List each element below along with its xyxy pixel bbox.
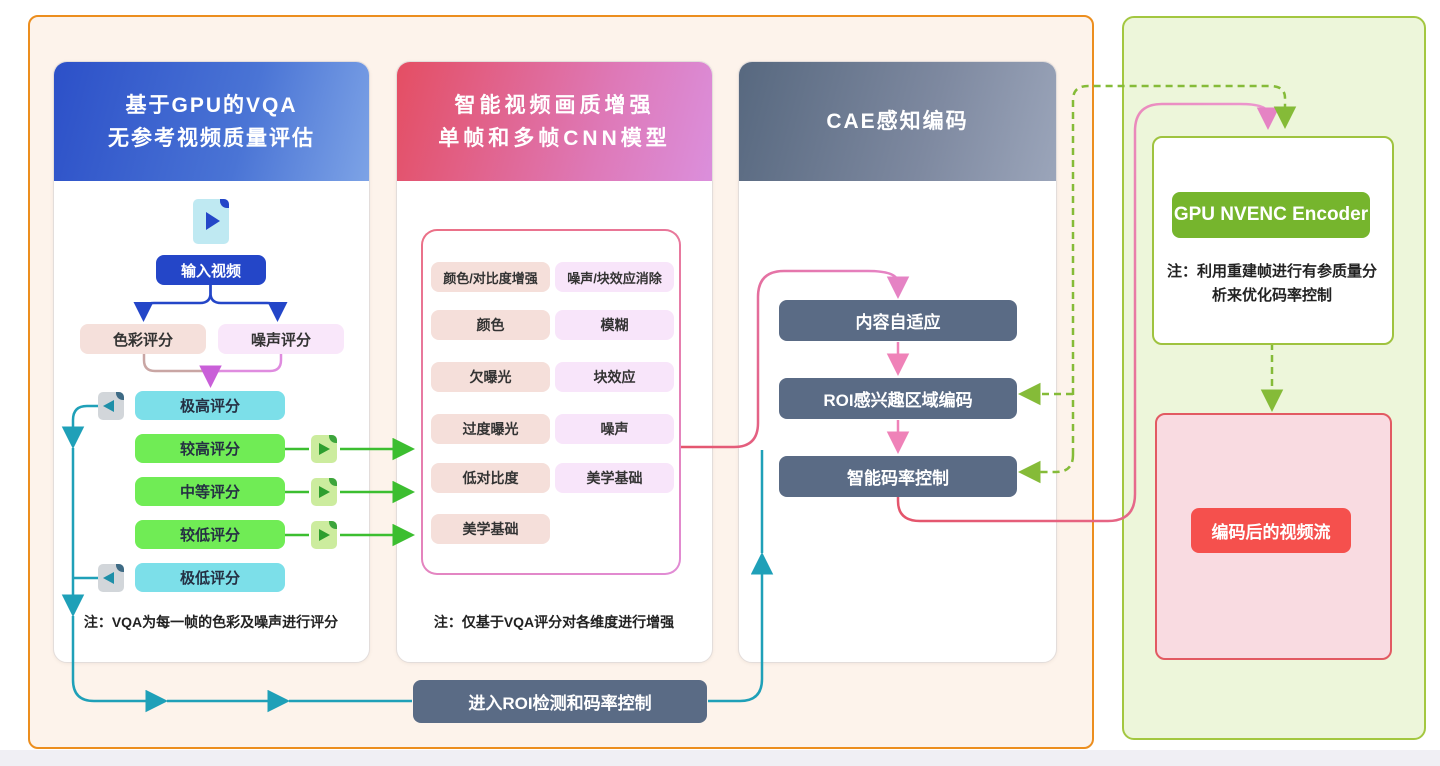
- frame-forward-icon-1: [311, 435, 337, 463]
- score-very-high: 极高评分: [135, 391, 285, 420]
- pill-color: 颜色: [431, 310, 550, 340]
- encoded-stream-node: 编码后的视频流: [1191, 508, 1351, 553]
- noise-score-node: 噪声评分: [218, 324, 344, 354]
- input-video-node: 输入视频: [156, 255, 266, 285]
- pill-noise-blocking: 噪声/块效应消除: [555, 262, 674, 292]
- frame-feedback-icon-bottom: [98, 564, 124, 592]
- vqa-column-header: 基于GPU的VQA 无参考视频质量评估: [54, 62, 369, 181]
- color-score-node: 色彩评分: [80, 324, 206, 354]
- enhance-title-line2: 单帧和多帧CNN模型: [438, 126, 671, 150]
- score-medium: 中等评分: [135, 477, 285, 506]
- pill-aesthetic-left: 美学基础: [431, 514, 550, 544]
- pill-underexposed: 欠曝光: [431, 362, 550, 392]
- roi-coding-node: ROI感兴趣区域编码: [779, 378, 1017, 419]
- pill-color-contrast: 颜色/对比度增强: [431, 262, 550, 292]
- score-high: 较高评分: [135, 434, 285, 463]
- bitrate-control-node: 智能码率控制: [779, 456, 1017, 497]
- score-very-low: 极低评分: [135, 563, 285, 592]
- frame-feedback-icon-top: [98, 392, 124, 420]
- content-adaptive-node: 内容自适应: [779, 300, 1017, 341]
- enhance-title-line1: 智能视频画质增强: [454, 93, 655, 117]
- vqa-title-line2: 无参考视频质量评估: [108, 126, 315, 150]
- pill-aesthetic-right: 美学基础: [555, 463, 674, 493]
- score-low: 较低评分: [135, 520, 285, 549]
- encoder-box: [1152, 136, 1394, 345]
- encoder-note: 注：利用重建帧进行有参质量分析来优化码率控制: [1166, 263, 1377, 304]
- pill-blur: 模糊: [555, 310, 674, 340]
- footer-strip: [0, 750, 1440, 766]
- pill-noise: 噪声: [555, 414, 674, 444]
- video-file-icon: [193, 199, 229, 244]
- roi-bitrate-entry-bar: 进入ROI检测和码率控制: [413, 680, 707, 723]
- cae-column-header: CAE感知编码: [739, 62, 1056, 181]
- frame-forward-icon-3: [311, 521, 337, 549]
- pill-block-effect: 块效应: [555, 362, 674, 392]
- vqa-title-line1: 基于GPU的VQA: [125, 93, 298, 117]
- vqa-note: 注：VQA为每一帧的色彩及噪声进行评分: [83, 614, 339, 630]
- frame-forward-icon-2: [311, 478, 337, 506]
- enhance-column-header: 智能视频画质增强 单帧和多帧CNN模型: [397, 62, 712, 181]
- pill-overexposed: 过度曝光: [431, 414, 550, 444]
- cae-column: CAE感知编码: [738, 61, 1057, 663]
- cae-title: CAE感知编码: [826, 110, 969, 133]
- enhance-note: 注：仅基于VQA评分对各维度进行增强: [433, 614, 675, 630]
- gpu-nvenc-encoder-node: GPU NVENC Encoder: [1172, 192, 1370, 238]
- pill-low-contrast: 低对比度: [431, 463, 550, 493]
